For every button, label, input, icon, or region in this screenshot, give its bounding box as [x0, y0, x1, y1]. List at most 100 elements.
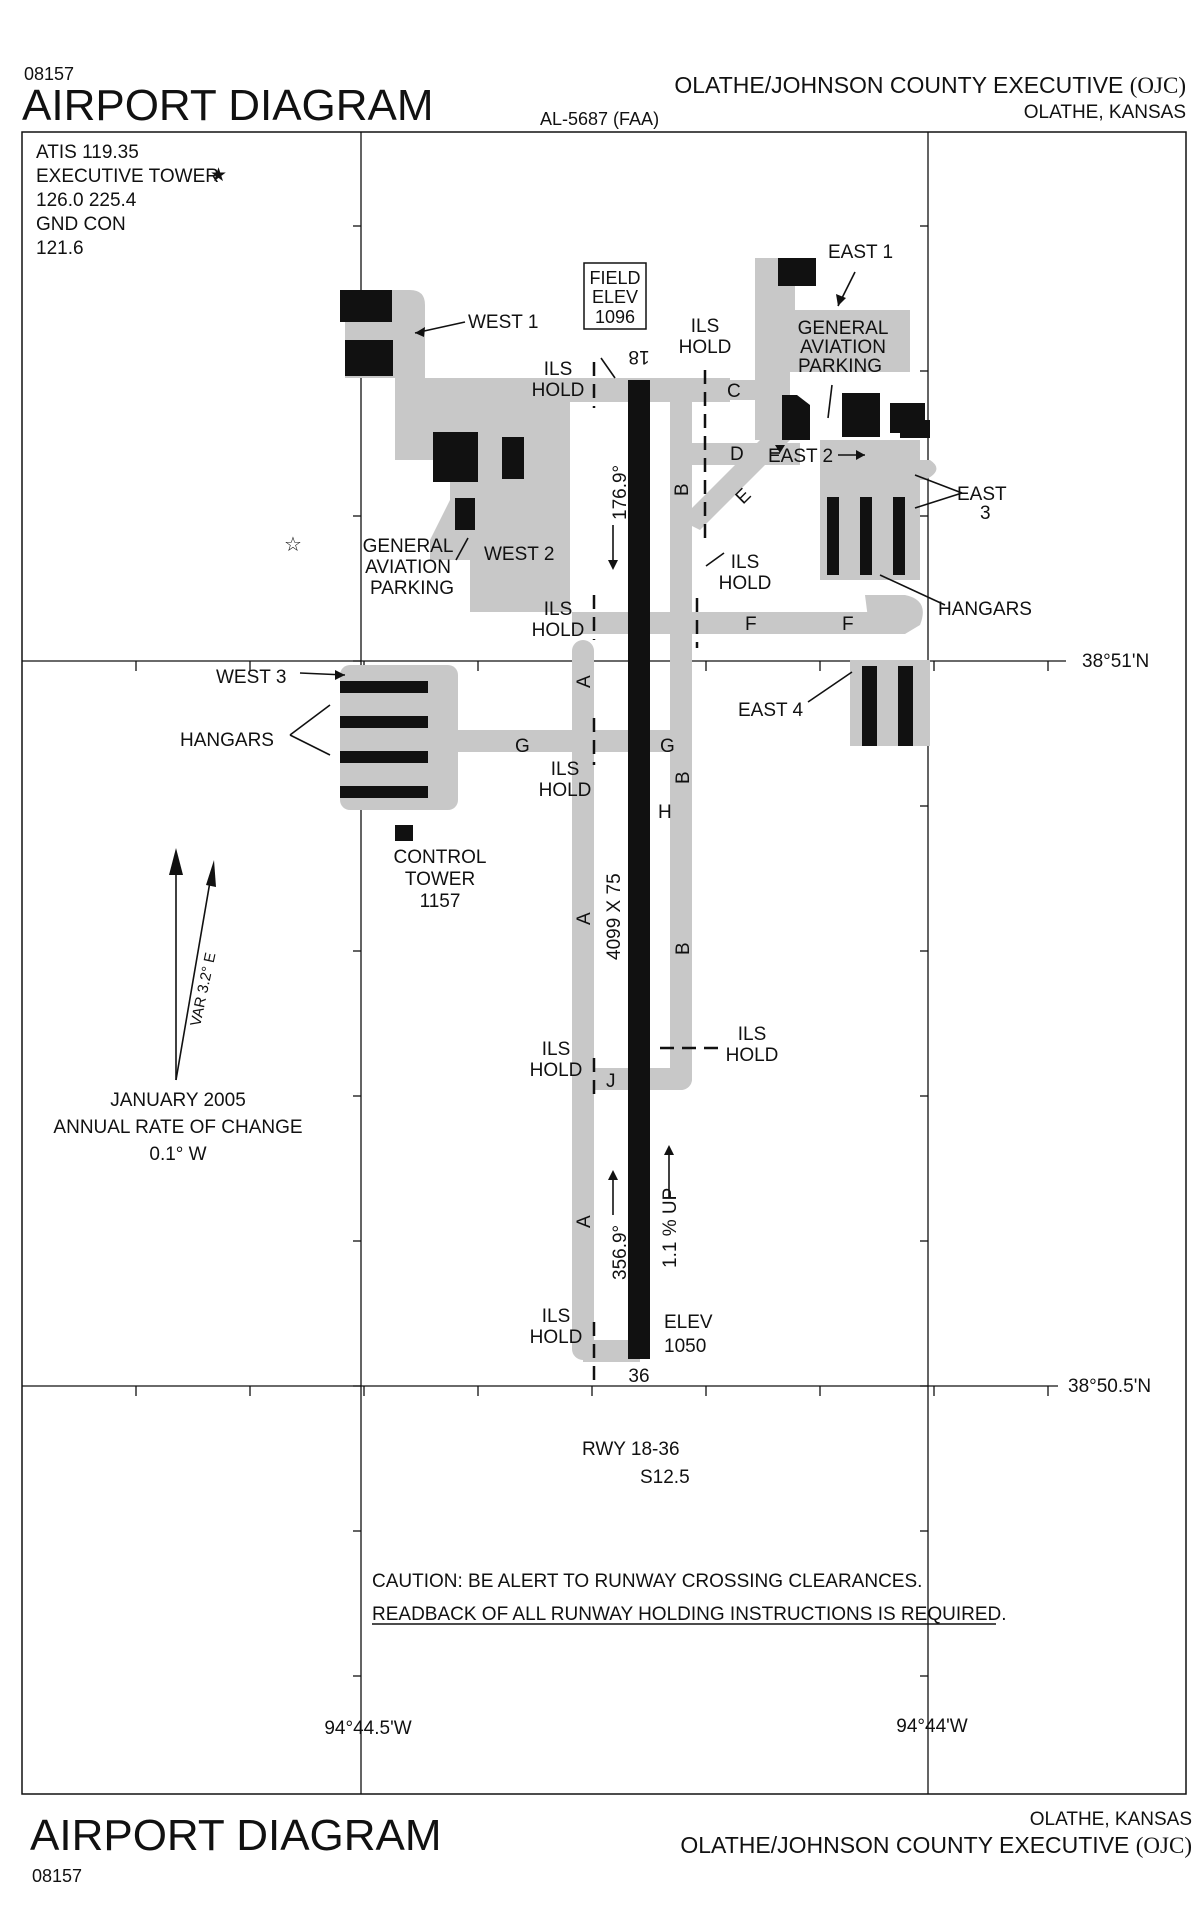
leader-lines [175, 271, 963, 1215]
taxiway-label-h: H [658, 802, 672, 823]
leader-east-4 [807, 671, 853, 703]
ga-line1: GENERAL [363, 536, 454, 557]
leader-west-2 [455, 537, 469, 561]
footer-city-state: OLATHE, KANSAS [1030, 1809, 1192, 1830]
ils-hold-line2: HOLD [719, 573, 772, 594]
taxiway-label-g: G [660, 736, 675, 757]
ils-hold-line1: ILS [542, 1039, 571, 1060]
label-east-4: EAST 4 [738, 700, 804, 721]
beacon-star-icon: ☆ [284, 534, 302, 556]
footer-airport-name: OLATHE/JOHNSON COUNTY EXECUTIVE (OJC) [680, 1832, 1192, 1858]
control-tower-line1: CONTROL [394, 847, 487, 868]
ils-hold-line1: ILS [551, 759, 580, 780]
leader-east-3 [914, 474, 963, 494]
ga-line3: PARKING [798, 356, 882, 377]
arrowheads [169, 294, 865, 1180]
runway-dimensions: 4099 X 75 [604, 873, 625, 960]
city-state: OLATHE, KANSAS [1024, 102, 1186, 123]
true-north-arrowhead [169, 848, 183, 875]
arrowhead [836, 294, 846, 306]
hangar-bar [898, 666, 913, 746]
magnetic-rate-title: ANNUAL RATE OF CHANGE [53, 1117, 302, 1138]
taxiway-label-b: B [673, 771, 694, 784]
hangar-bars [340, 497, 913, 798]
field-elevation-label: FIELD [589, 268, 640, 288]
ils-hold-line2: HOLD [530, 1060, 583, 1081]
ils-hold-line1: ILS [544, 599, 573, 620]
arrowhead [775, 445, 785, 453]
runway-designation: RWY 18-36 [582, 1439, 680, 1460]
building [455, 498, 475, 530]
latitude-north-label: 38°51'N [1082, 651, 1149, 672]
east-4-connector [865, 595, 923, 634]
taxiway-f [572, 612, 902, 634]
hangar-bar [340, 751, 428, 763]
control-tower-elev: 1157 [420, 891, 461, 912]
leader-east-3 [914, 492, 963, 509]
taxiway-g [440, 730, 690, 752]
airport-name-text: OLATHE/JOHNSON COUNTY EXECUTIVE [674, 72, 1123, 98]
ils-hold-line2: HOLD [532, 380, 585, 401]
leader-field-elev [600, 357, 616, 379]
taxiway-a [572, 640, 594, 1360]
ils-hold-line2: HOLD [726, 1045, 779, 1066]
ga-line2: AVIATION [365, 557, 451, 578]
atis-frequency: ATIS 119.35 [36, 142, 139, 163]
leader-hangars-west [289, 734, 331, 756]
building [842, 393, 880, 437]
ils-hold-line2: HOLD [530, 1327, 583, 1348]
ils-hold-line1: ILS [691, 316, 720, 337]
arrowhead [664, 1145, 674, 1155]
latitude-south-label: 38°50.5'N [1068, 1376, 1151, 1397]
ils-hold-line2: HOLD [532, 620, 585, 641]
hangar-bar [340, 681, 428, 693]
runway-heading-south: 356.9° [610, 1225, 631, 1280]
ga-line2: AVIATION [800, 337, 886, 358]
diagram-frame [21, 131, 1187, 1795]
ground-name: GND CON [36, 214, 126, 235]
ils-hold-line2: HOLD [539, 780, 592, 801]
building [345, 340, 393, 376]
leader-hangars-west [289, 704, 331, 736]
footer-airport-name-text: OLATHE/JOHNSON COUNTY EXECUTIVE [680, 1832, 1129, 1858]
label-hangars-west: HANGARS [180, 730, 274, 751]
arrowhead [415, 327, 425, 337]
longitude-west-label: 94°44.5'W [324, 1718, 411, 1739]
runway-strength: S12.5 [640, 1467, 690, 1488]
label-east-3-line2: 3 [980, 503, 991, 524]
ga-line3: PARKING [370, 578, 454, 599]
chart-reference: AL-5687 (FAA) [540, 109, 659, 129]
taxiway-label-j: J [606, 1071, 616, 1092]
caution-readback: READBACK OF ALL RUNWAY HOLDING INSTRUCTI… [372, 1604, 1007, 1625]
tower-name-text: EXECUTIVE TOWER [36, 166, 219, 187]
airport-id: (OJC) [1130, 73, 1186, 98]
runway-gradient: 1.1 % UP [660, 1188, 681, 1268]
runway-18-36 [628, 380, 650, 1359]
taxiway-label-a: A [574, 675, 595, 688]
hangar-bar [862, 666, 877, 746]
field-elevation-label: ELEV [592, 287, 638, 307]
label-east-3-line1: EAST [957, 484, 1007, 505]
pavement [340, 258, 937, 1362]
building [340, 290, 392, 322]
hangar-bar [860, 497, 872, 575]
tower-name: EXECUTIVE TOWER [36, 166, 219, 187]
taxiway-c [680, 380, 770, 400]
footer-chart-number: 08157 [32, 1866, 82, 1886]
taxiway-label-c: C [727, 381, 741, 402]
east-1-apron [755, 258, 910, 440]
taxiway-labels: C D E B B B F F A A A G G H J [515, 381, 854, 1228]
buildings [340, 258, 930, 841]
west-3-apron [340, 665, 458, 810]
hangar-bar [340, 786, 428, 798]
taxiway-label-f: F [745, 614, 757, 635]
